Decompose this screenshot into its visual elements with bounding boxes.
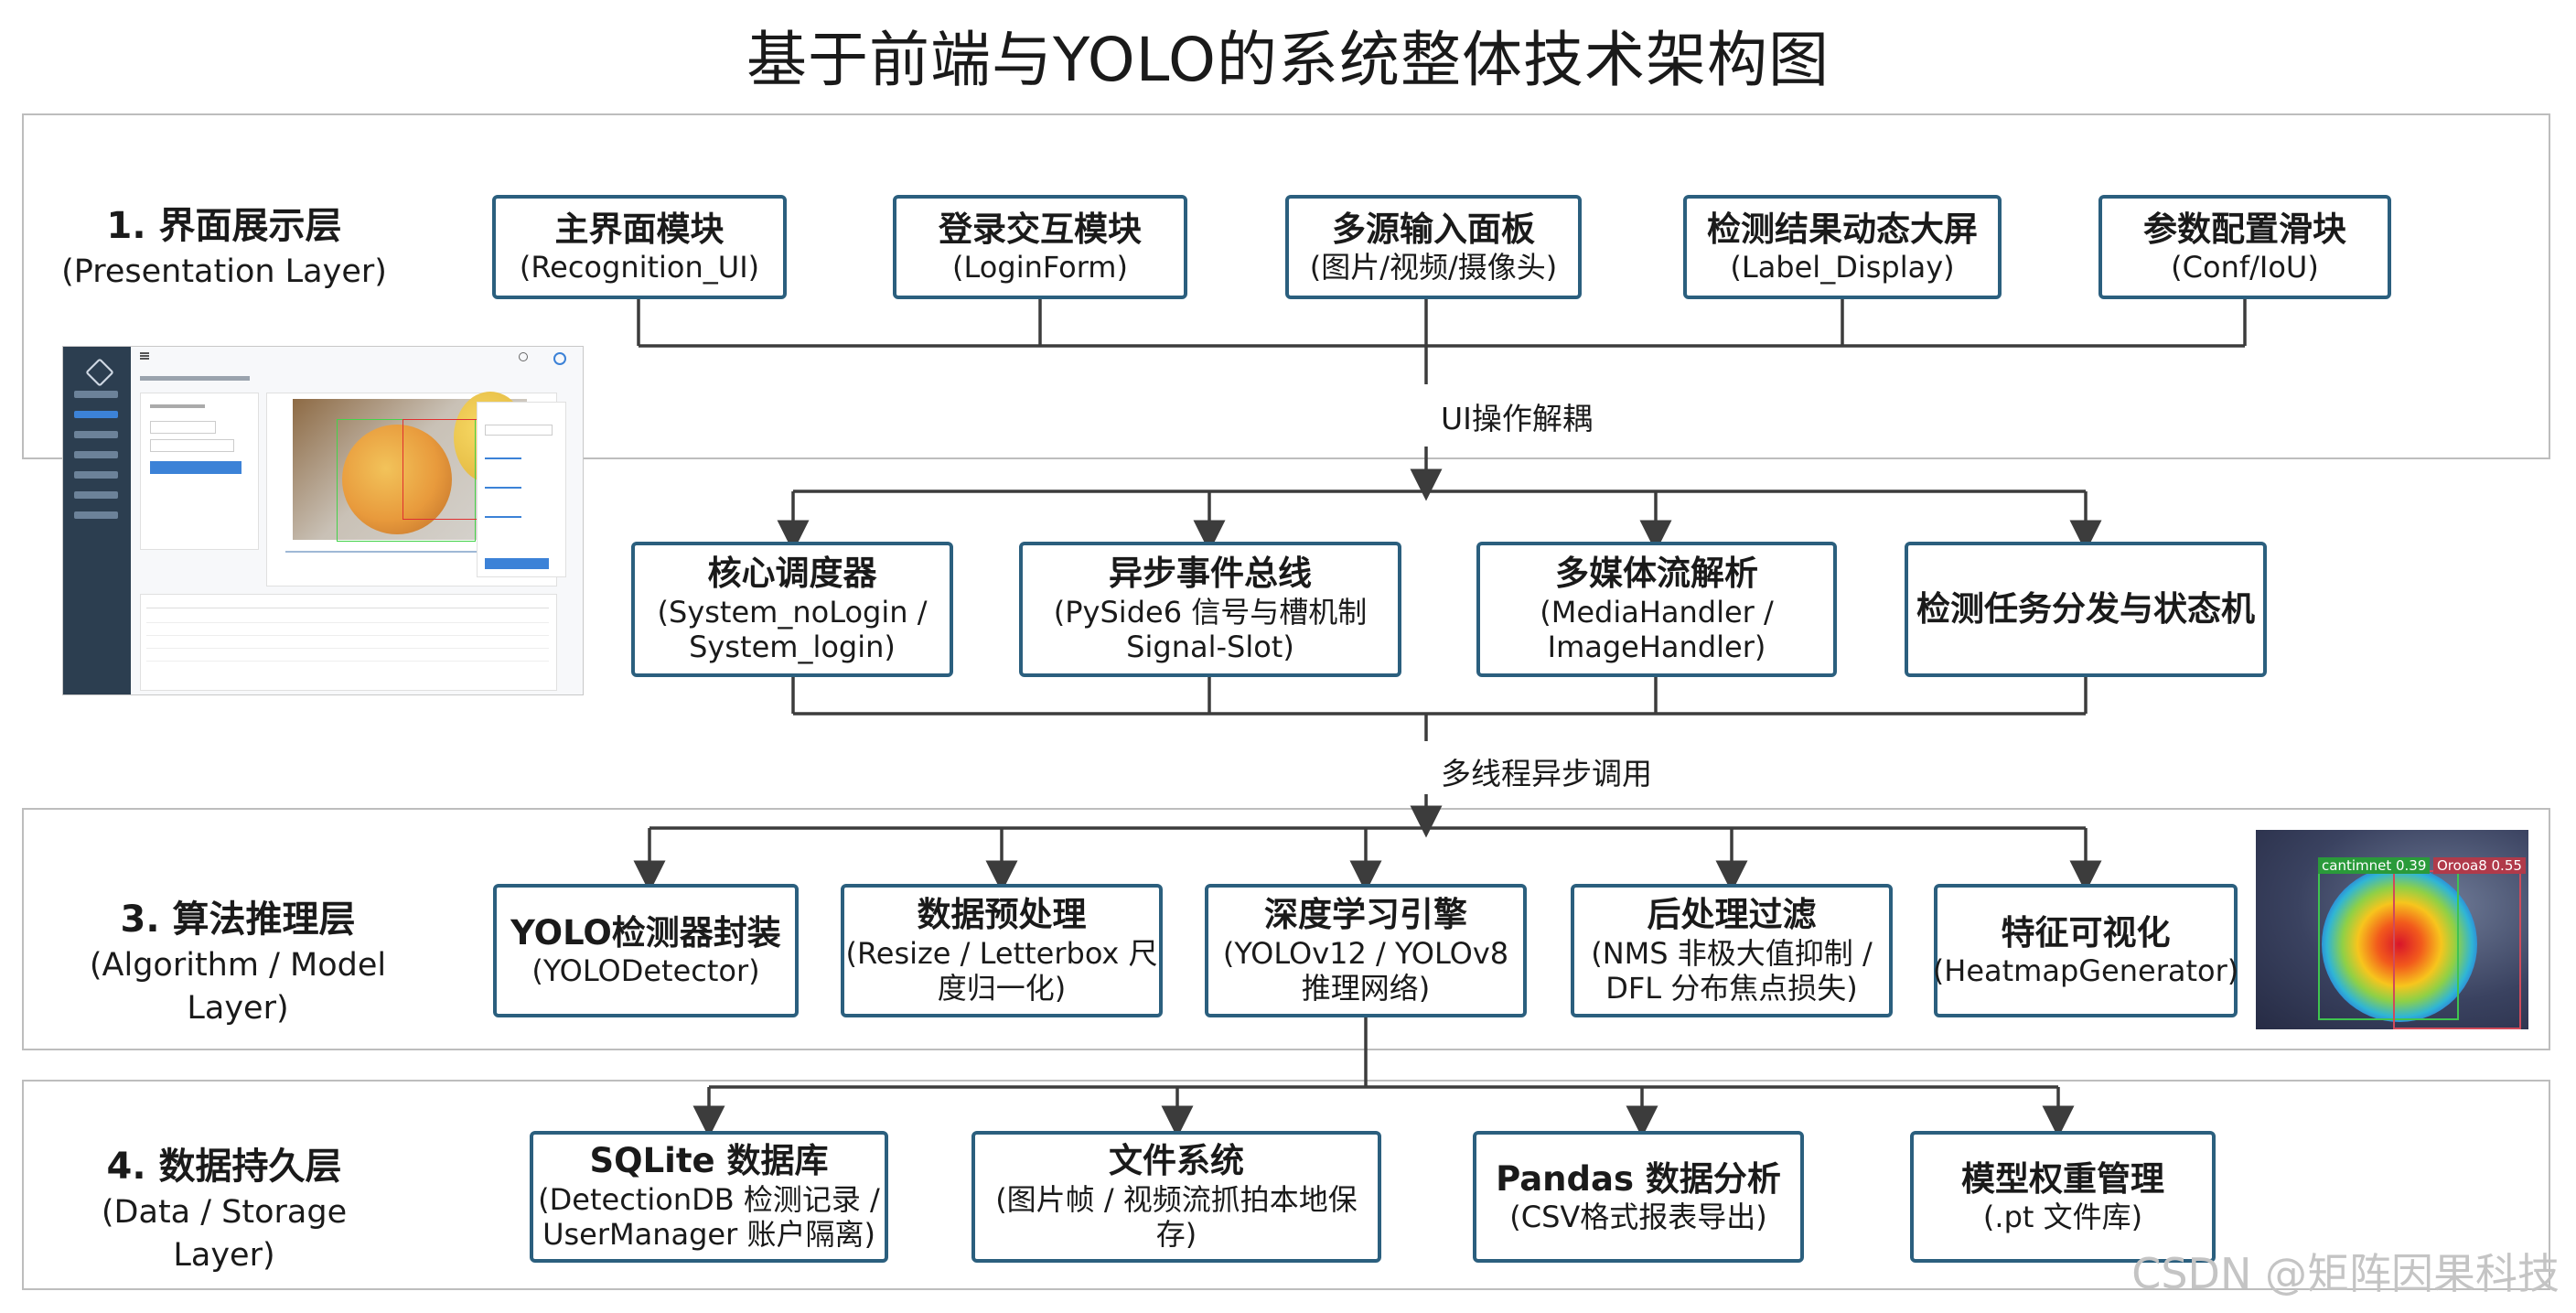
ui-screenshot-thumbnail	[62, 346, 584, 695]
module-file-system: 文件系统(图片帧 / 视频流抓拍本地保存)	[971, 1131, 1381, 1263]
module-core-scheduler: 核心调度器(System_noLogin /System_login)	[631, 542, 953, 677]
module-pandas-analysis: Pandas 数据分析(CSV格式报表导出)	[1473, 1131, 1804, 1263]
ui-decoupling-label: UI操作解耦	[1441, 401, 1593, 436]
storage-layer-label: 4. 数据持久层(Data / Storage Layer)	[101, 1146, 348, 1275]
refresh-icon	[519, 352, 528, 361]
settings-icon	[553, 352, 566, 365]
thumbnail-sidebar	[63, 347, 131, 694]
heatmap-label-1: cantimnet 0.39	[2318, 857, 2431, 874]
algorithm-layer-label: 3. 算法推理层(Algorithm / Model Layer)	[89, 899, 387, 1028]
module-multi-source-input: 多源输入面板(图片/视频/摄像头)	[1285, 195, 1582, 299]
module-model-weights: 模型权重管理(.pt 文件库)	[1910, 1131, 2216, 1263]
module-feature-visualization: 特征可视化(HeatmapGenerator)	[1933, 884, 2238, 1017]
module-media-stream-parser: 多媒体流解析(MediaHandler /ImageHandler)	[1476, 542, 1837, 677]
module-yolo-detector: YOLO检测器封装(YOLODetector)	[493, 884, 799, 1017]
module-sqlite-database: SQLite 数据库(DetectionDB 检测记录 /UserManager…	[530, 1131, 888, 1263]
module-recognition-ui: 主界面模块(Recognition_UI)	[492, 195, 787, 299]
heatmap-label-2: Orooa8 0.55	[2433, 857, 2526, 874]
module-preprocessing: 数据预处理(Resize / Letterbox 尺度归一化)	[841, 884, 1163, 1017]
diagram-title: 基于前端与YOLO的系统整体技术架构图	[746, 25, 1830, 95]
module-conf-iou-slider: 参数配置滑块(Conf/IoU)	[2098, 195, 2391, 299]
heatmap-visualization: cantimnet 0.39 Orooa8 0.55	[2256, 830, 2528, 1029]
watermark: CSDN @矩阵因果科技	[2131, 1249, 2560, 1298]
app-logo-icon	[85, 358, 114, 387]
menu-icon	[140, 352, 149, 354]
module-postprocessing: 后处理过滤(NMS 非极大值抑制 /DFL 分布焦点损失)	[1571, 884, 1893, 1017]
presentation-layer-label: 1. 界面展示层(Presentation Layer)	[61, 205, 387, 290]
module-label-display: 检测结果动态大屏(Label_Display)	[1683, 195, 2002, 299]
module-task-dispatch-state-machine: 检测任务分发与状态机	[1905, 542, 2267, 677]
module-login-form: 登录交互模块(LoginForm)	[893, 195, 1187, 299]
multithread-async-label: 多线程异步调用	[1441, 756, 1652, 791]
